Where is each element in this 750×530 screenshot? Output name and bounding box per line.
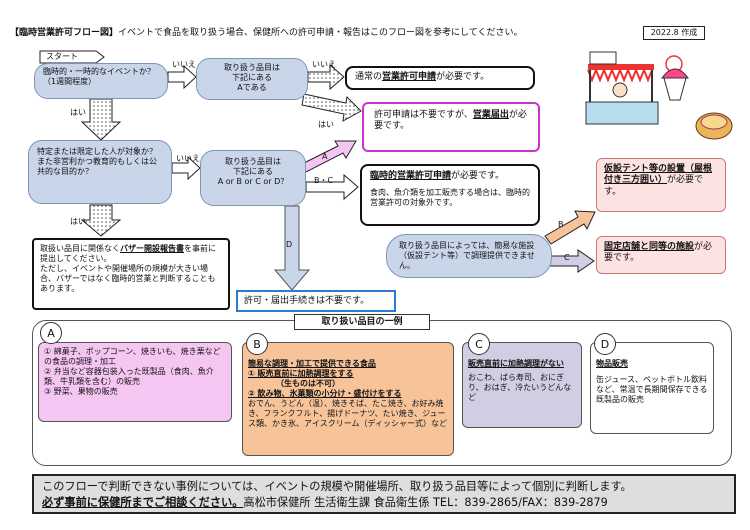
r3-post: が必要です。 bbox=[451, 171, 504, 181]
result-fixed-store: 固定店舗と同等の施設が必要です。 bbox=[596, 236, 726, 274]
label-d: D bbox=[286, 240, 292, 250]
arrow-b bbox=[545, 211, 595, 244]
question-1: 臨時的・一時的なイベントか？（1週間程度） bbox=[34, 63, 168, 99]
label-a: A bbox=[322, 152, 327, 162]
category-b-badge: B bbox=[246, 333, 268, 355]
r5-underlined: バザー開設報告書 bbox=[120, 244, 184, 253]
category-d-title: 物品販売 bbox=[596, 359, 710, 369]
shaved-ice-cup bbox=[664, 78, 686, 100]
label-b2: B bbox=[558, 220, 564, 230]
footer-notice: このフローで判断できない事例については、イベントの規模や開催場所、取り扱う品目等… bbox=[32, 474, 736, 514]
shaved-ice-top bbox=[662, 69, 688, 78]
r3-underlined: 臨時的営業許可申請 bbox=[370, 171, 451, 181]
label-iie-1: いいえ bbox=[172, 60, 196, 70]
category-b-item-1-note: （生ものは不可） bbox=[248, 379, 450, 389]
label-bc: B・C bbox=[314, 176, 333, 186]
result-notification: 許可申請は不要ですが、営業届出が必要です。 bbox=[362, 102, 540, 152]
category-b-content: 簡易な調理・加工で提供できる食品 ① 販売直前に加熱調理をする （生ものは不可）… bbox=[248, 359, 450, 429]
r2-underlined: 営業届出 bbox=[473, 110, 509, 120]
label-hai-1: はい bbox=[318, 120, 334, 130]
question-2: 特定または限定した人が対象か？ また非営利かつ教育的もしくは公共的な目的か？ bbox=[28, 140, 172, 204]
category-c-title: 販売直前に加熱調理がない bbox=[468, 359, 578, 369]
footer-line-2-contact: 高松市保健所 生活衛生課 食品衛生係 TEL：839-2865/FAX：839-… bbox=[243, 496, 607, 509]
tent-note: 取り扱う品目によっては、簡易な施設（仮設テント等）で調理提供できません。 bbox=[386, 234, 552, 278]
category-b-title: 簡易な調理・加工で提供できる食品 bbox=[248, 359, 450, 369]
label-iie-3: いいえ bbox=[176, 154, 200, 164]
fixed-underlined: 固定店舗と同等の施設 bbox=[604, 242, 694, 252]
footer-line-2-underlined: 必ず事前に保健所までご相談ください。 bbox=[42, 496, 243, 509]
category-d-text: 缶ジュース、ペットボトル飲料など、常温で長期間保存できる既製品の販売 bbox=[596, 375, 710, 405]
question-3: 取り扱う品目は 下記にある Aである bbox=[196, 58, 308, 100]
category-c-badge: C bbox=[468, 333, 490, 355]
category-d-badge: D bbox=[594, 333, 616, 355]
result-normal-permit: 通常の営業許可申請が必要です。 bbox=[345, 66, 535, 90]
food-stall-illustration bbox=[578, 42, 738, 142]
result-temporary-permit: 臨時的営業許可申請が必要です。 食肉、魚介類を加工販売する場合は、臨時的営業許可… bbox=[360, 164, 540, 226]
footer-line-1: このフローで判断できない事例については、イベントの規模や開催場所、取り扱う品目等… bbox=[42, 479, 726, 495]
label-c2: C bbox=[564, 253, 570, 263]
result-tent: 仮設テント等の設置（屋根付き三方囲い）が必要です。 bbox=[596, 158, 726, 212]
r5-pre: 取扱い品目に関係なく bbox=[40, 244, 120, 253]
category-b-item-1: ① 販売直前に加熱調理をする bbox=[248, 369, 450, 379]
question-4: 取り扱う品目は 下記にある A or B or C or D？ bbox=[200, 150, 306, 206]
start-label: スタート bbox=[46, 52, 96, 62]
r3-note: 食肉、魚介類を加工販売する場合は、臨時的営業許可の対象外です。 bbox=[370, 188, 530, 208]
category-a-badge: A bbox=[40, 322, 62, 344]
arrow-c bbox=[550, 250, 594, 272]
category-b-item-2: ② 飲み物、氷菓類の小分け・盛付けをする bbox=[248, 389, 450, 399]
result-bazaar: 取扱い品目に関係なくバザー開設報告書を事前に提出してください。 ただし、イベント… bbox=[32, 238, 230, 310]
category-c-content: 販売直前に加熱調理がない おこわ、ばら寿司、おにぎり、おはぎ、冷たいうどんなど bbox=[468, 359, 578, 403]
label-iie-2: いいえ bbox=[312, 60, 336, 70]
r1-post: が必要です。 bbox=[436, 72, 489, 82]
arrow-q3-r2 bbox=[302, 94, 361, 121]
arrow-q2-r5 bbox=[82, 205, 120, 236]
r1-underlined: 営業許可申請 bbox=[382, 72, 436, 82]
vendor-head bbox=[613, 83, 627, 97]
category-b-examples: おでん、うどん（温）、焼きそば、たこ焼き、お好み焼き、フランクフルト、揚げドーナ… bbox=[248, 399, 450, 429]
r1-pre: 通常の bbox=[355, 72, 382, 82]
arrow-a bbox=[302, 141, 356, 172]
category-c-text: おこわ、ばら寿司、おにぎり、おはぎ、冷たいうどんなど bbox=[468, 373, 578, 403]
examples-title: 取り扱い品目の一例 bbox=[294, 314, 430, 330]
r2-pre: 許可申請は不要ですが、 bbox=[374, 110, 473, 120]
stall-sign bbox=[590, 52, 616, 64]
stall-awning bbox=[588, 70, 652, 80]
label-hai-2: はい bbox=[70, 108, 86, 118]
category-d-content: 物品販売 缶ジュース、ペットボトル飲料など、常温で長期間保存できる既製品の販売 bbox=[596, 359, 710, 405]
bowl-contents bbox=[701, 115, 727, 129]
label-hai-3: はい bbox=[70, 217, 86, 227]
result-no-procedure: 許可・届出手続きは不要です。 bbox=[236, 290, 396, 312]
arrow-q1-q2 bbox=[82, 99, 120, 140]
category-a-text: ① 綿菓子、ポップコーン、焼きいも、焼き栗などの食品の調理・加工 ② 弁当など容… bbox=[44, 347, 228, 397]
stall-counter bbox=[586, 102, 658, 124]
